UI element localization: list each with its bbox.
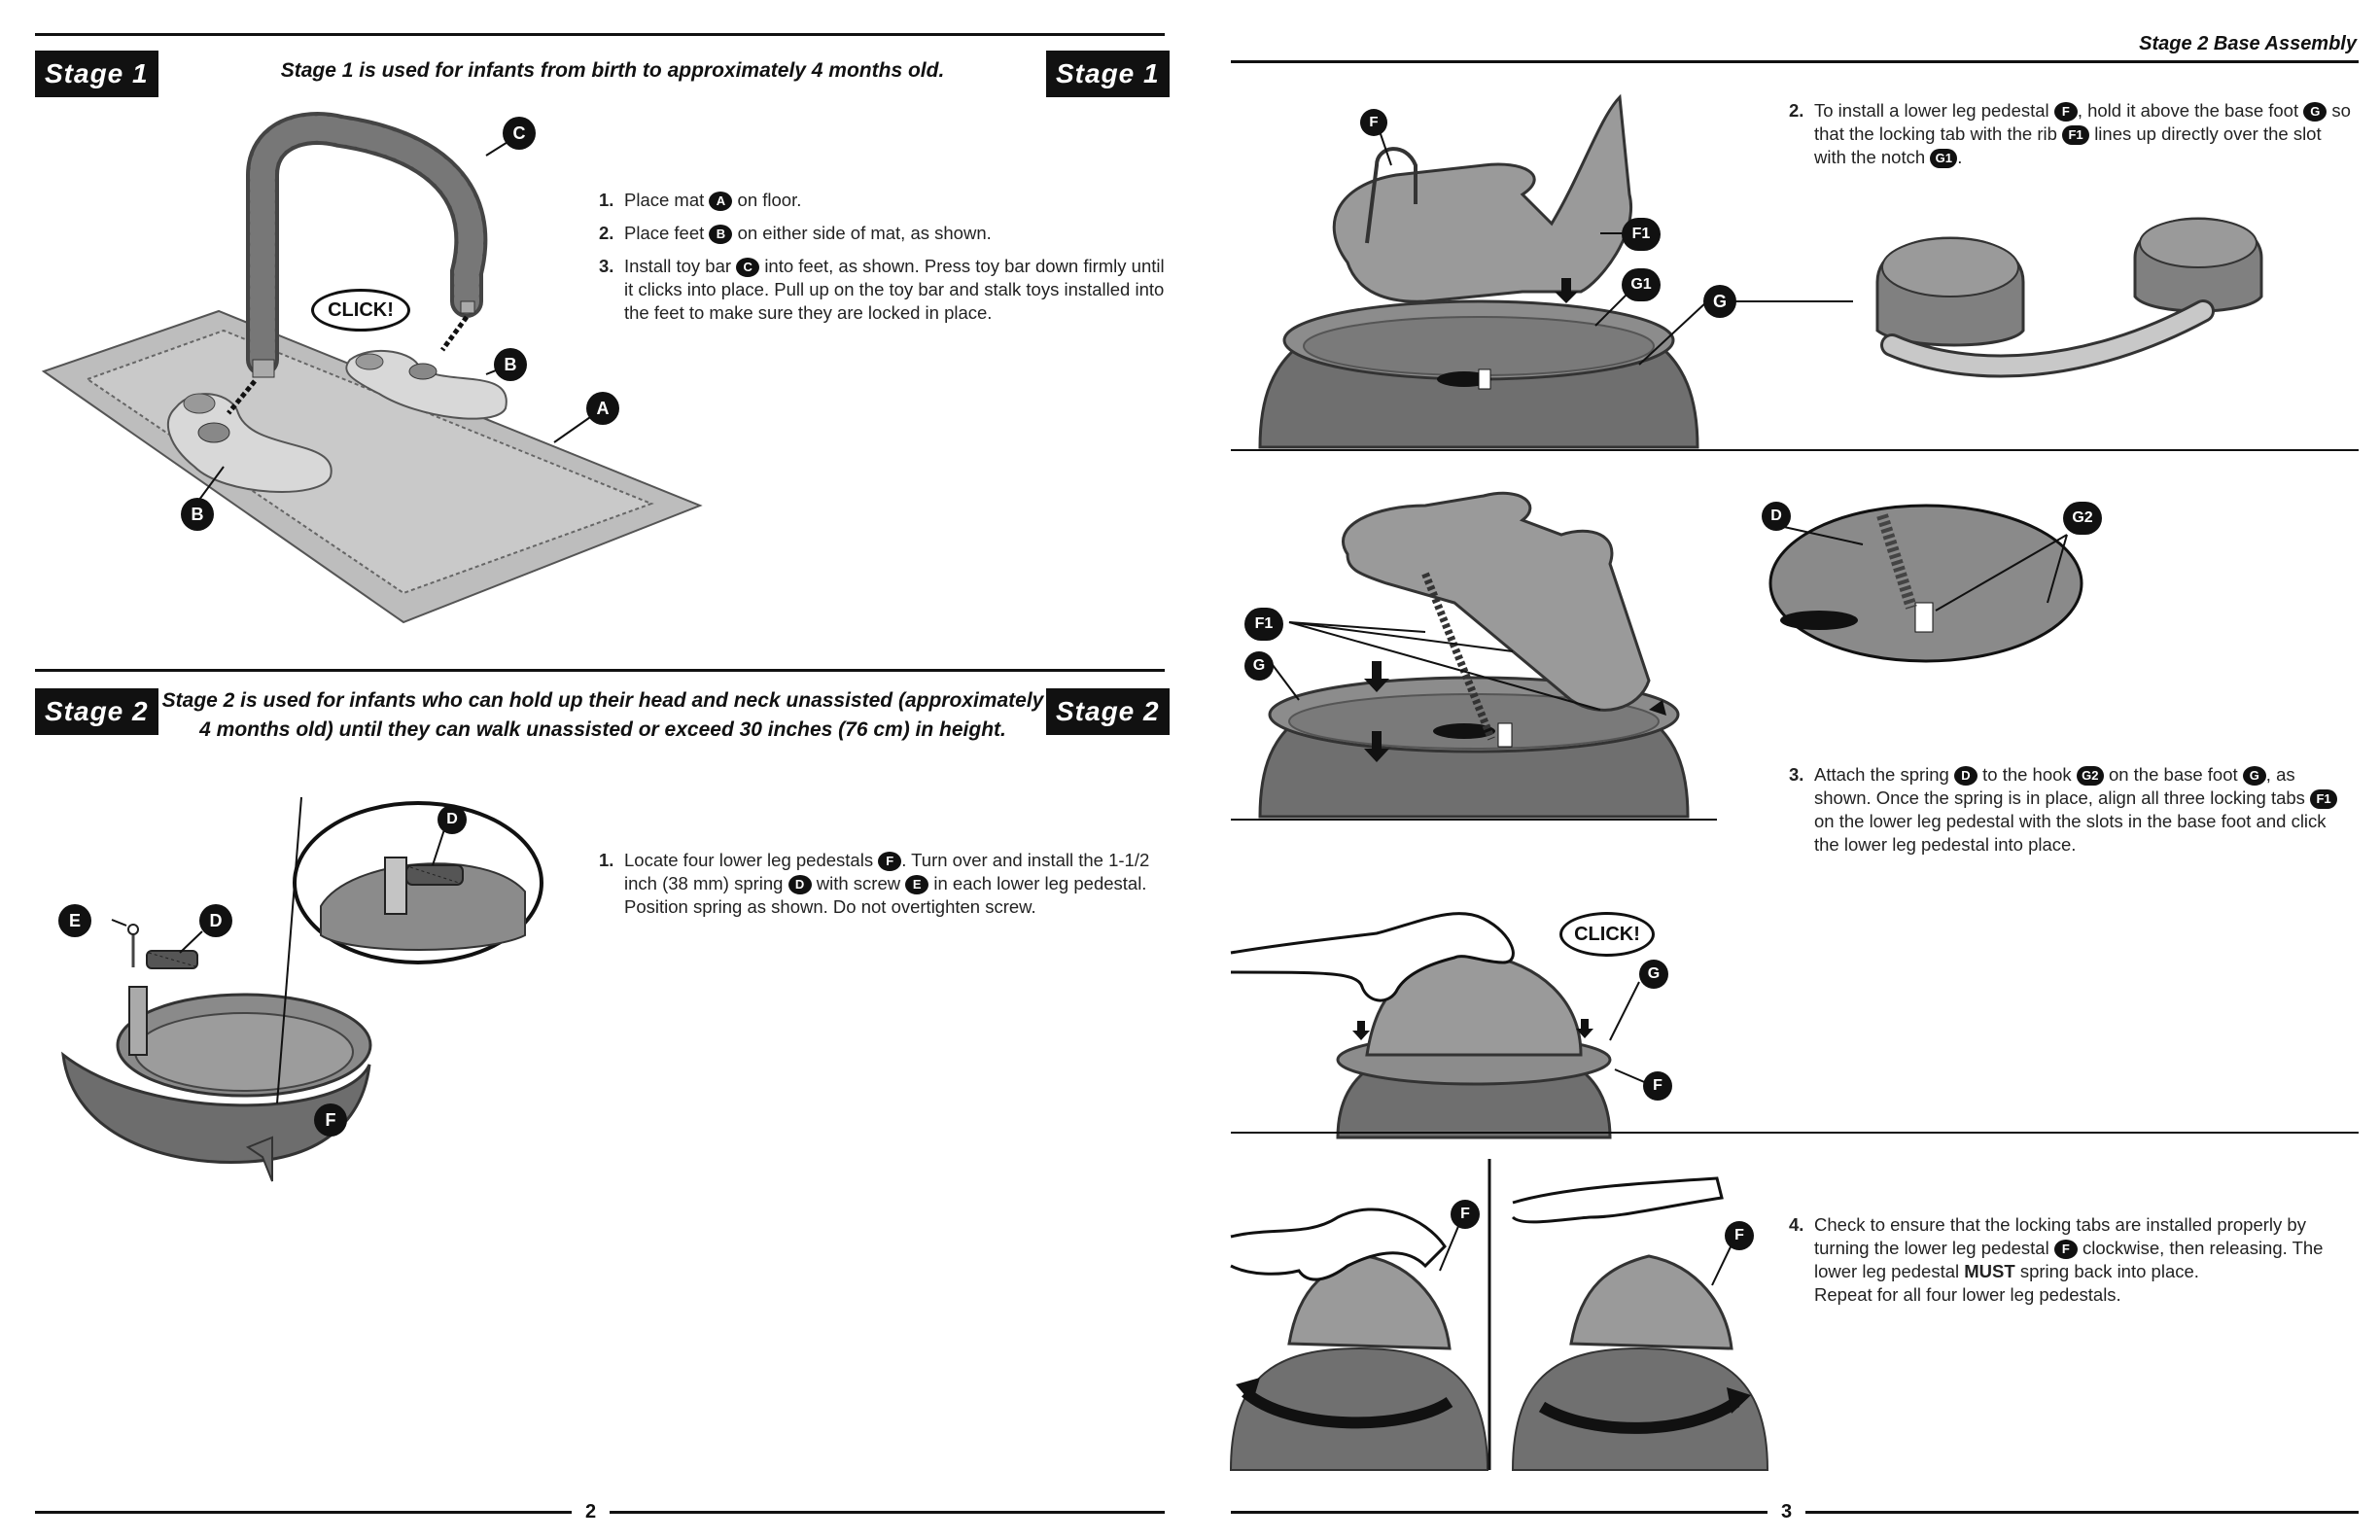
- badge-e: E: [905, 875, 929, 894]
- badge-c: C: [736, 258, 760, 277]
- stage1-step-1: 1. Place mat A on floor.: [599, 190, 802, 211]
- rotate-pedestal-drawing: [1229, 1159, 1769, 1471]
- step-number: 3.: [599, 256, 614, 276]
- step-number: 4.: [1789, 1214, 1804, 1235]
- stage1-tag-right: Stage 1: [1046, 51, 1170, 97]
- badge-f1: F1: [2062, 125, 2090, 145]
- repeat-note: Repeat for all four lower leg pedestals.: [1814, 1284, 2121, 1305]
- step-4: 4. Check to ensure that the locking tabs…: [1789, 1214, 2324, 1305]
- header-rule-right: [1231, 60, 2359, 63]
- spring-attach-drawing: [1258, 491, 1690, 819]
- stage1-intro: Stage 1 is used for infants from birth t…: [280, 59, 945, 82]
- badge-g: G: [2303, 102, 2328, 122]
- panel-click-illustration: CLICK! G F: [1230, 846, 1717, 1139]
- badge-f: F: [878, 852, 902, 871]
- callout-d-panel2: D: [1762, 502, 1791, 531]
- pedestal-above-base-drawing: [1258, 93, 2263, 449]
- stage2-intro: Stage 2 is used for infants who can hold…: [161, 689, 1044, 741]
- stage2-tag-left: Stage 2: [35, 688, 158, 735]
- panel-divider-1: [1231, 449, 2359, 451]
- callout-d-main: D: [199, 904, 232, 937]
- mat-and-toybar-drawing: [41, 112, 703, 624]
- page-number-right: 3: [1768, 1500, 1806, 1523]
- stage2-detail-oval: D: [292, 799, 544, 966]
- badge-g: G: [2242, 766, 2266, 786]
- must-emphasis: MUST: [1964, 1261, 2015, 1281]
- callout-g-panel3: G: [1639, 960, 1668, 989]
- hand-press-pedestal-drawing: [1230, 912, 1650, 1139]
- click-label-panel3: CLICK!: [1559, 912, 1655, 957]
- stage2-tag-right: Stage 2: [1046, 688, 1170, 735]
- badge-d: D: [1953, 766, 1978, 786]
- step-2: 2. To install a lower leg pedestal F, ho…: [1789, 100, 2351, 168]
- badge-a: A: [709, 192, 733, 211]
- hook-detail-drawing: [1768, 504, 2083, 663]
- stage1-step-2: 2. Place feet B on either side of mat, a…: [599, 223, 992, 244]
- page-number-left: 2: [572, 1500, 611, 1523]
- callout-d-detail: D: [438, 805, 467, 834]
- step-number: 2.: [1789, 100, 1804, 121]
- callout-e: E: [58, 904, 91, 937]
- callout-g-panel1: G: [1703, 285, 1736, 318]
- callout-c: C: [503, 117, 536, 150]
- callout-g1-panel1: G1: [1622, 268, 1661, 301]
- step-number: 3.: [1789, 764, 1804, 785]
- callout-a: A: [586, 392, 619, 425]
- badge-f: F: [2053, 1240, 2078, 1259]
- callout-f-panel3: F: [1643, 1071, 1672, 1101]
- callout-g-panel2: G: [1244, 651, 1274, 681]
- callout-f-panel4b: F: [1725, 1221, 1754, 1250]
- panel-step4-illustration: F F: [1229, 1159, 1769, 1471]
- callout-b-left: B: [181, 498, 214, 531]
- top-rule-left: [35, 33, 1165, 36]
- callout-f1-panel2: F1: [1244, 608, 1283, 641]
- step-number: 1.: [599, 850, 614, 870]
- panel-step2-illustration: F F1 G1 G: [1231, 88, 2349, 449]
- stage-divider-rule: [35, 669, 1165, 672]
- step-number: 1.: [599, 190, 614, 210]
- callout-b-right: B: [494, 348, 527, 381]
- step-number: 2.: [599, 223, 614, 243]
- stage2-step-1: 1. Locate four lower leg pedestals F. Tu…: [599, 850, 1150, 917]
- pedestal-spring-drawing: [61, 796, 372, 1182]
- panel-divider-3: [1231, 1132, 2359, 1134]
- badge-g1: G1: [1930, 149, 1958, 168]
- callout-f1-panel1: F1: [1622, 218, 1661, 251]
- panel-step3-illustration: F1 G: [1231, 476, 1717, 819]
- spring-detail-drawing: [293, 801, 543, 964]
- panel-step3-detail: D G2: [1762, 496, 2102, 671]
- stage1-tag-left: Stage 1: [35, 51, 158, 97]
- badge-b: B: [709, 225, 733, 244]
- panel-divider-2: [1231, 819, 1717, 821]
- step-3: 3. Attach the spring D to the hook G2 on…: [1789, 763, 2355, 857]
- stage1-illustration: CLICK! C A B B: [29, 112, 710, 632]
- callout-f: F: [314, 1103, 347, 1137]
- badge-f1: F1: [2310, 789, 2338, 809]
- callout-f-panel1: F: [1360, 109, 1387, 136]
- badge-d: D: [788, 875, 812, 894]
- stage2-illustration: E D F: [53, 796, 559, 1186]
- callout-g2-panel2: G2: [2063, 502, 2102, 535]
- callout-f-panel4a: F: [1451, 1200, 1480, 1229]
- click-label-stage1: CLICK!: [311, 289, 410, 332]
- section-header: Stage 2 Base Assembly: [2139, 33, 2357, 54]
- stage1-step-3: 3. Install toy bar C into feet, as shown…: [599, 256, 1165, 323]
- badge-g2: G2: [2076, 766, 2104, 786]
- badge-f: F: [2053, 102, 2078, 122]
